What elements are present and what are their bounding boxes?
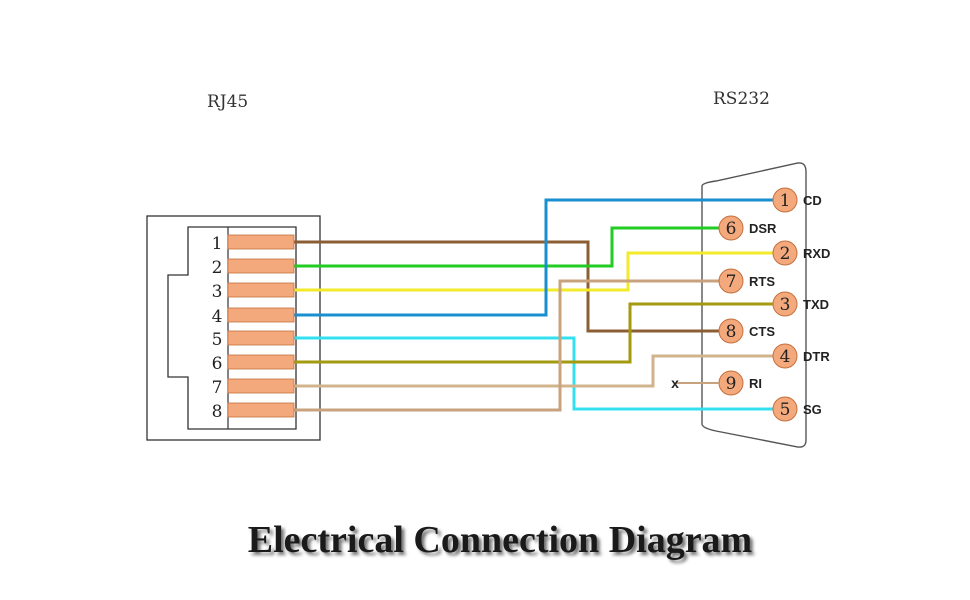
- rj45-label: RJ45: [207, 92, 248, 112]
- rs232-pin-circle: [772, 343, 798, 369]
- rs232-signal-label: CD: [803, 193, 822, 208]
- rj45-pin-contact: [227, 330, 295, 346]
- rj45-pin-number: 4: [212, 307, 223, 327]
- rs232-signal-label: TXD: [803, 297, 829, 312]
- rs232-pin: 2 RXD: [772, 240, 830, 266]
- rs232-pin-number: 7: [726, 272, 737, 292]
- rs232-pin: 6 DSR: [718, 215, 777, 241]
- rj45-pin-number: 3: [212, 282, 223, 302]
- rs232-pin-circle: [772, 396, 798, 422]
- rs232-pin-number: 5: [780, 400, 791, 420]
- rs232-pin: 5 SG: [772, 396, 822, 422]
- rs232-pin: 8 CTS: [718, 318, 775, 344]
- rs232-pin: 9 RI: [718, 370, 762, 396]
- rs232-signal-label: RI: [749, 376, 762, 391]
- rj45-pin-contact: [227, 307, 295, 323]
- rs232-pin-number: 6: [726, 219, 737, 239]
- rj45-pin-contact: [227, 234, 295, 250]
- rs232-signal-label: RXD: [803, 246, 830, 261]
- rs232-pin-circle: [718, 318, 744, 344]
- rs232-pin: 4 DTR: [772, 343, 830, 369]
- rs232-pin-number: 2: [780, 244, 791, 264]
- rj45-pin-number: 2: [212, 258, 223, 278]
- wire-pin-4: [294, 198, 773, 317]
- rj45-pin-contact: [227, 282, 295, 298]
- rj45-pin-number: 7: [212, 378, 223, 398]
- rs232-signal-label: DSR: [749, 221, 777, 236]
- no-connect-mark: x: [671, 375, 679, 391]
- rs232-pin: 3 TXD: [772, 291, 829, 317]
- rj45-pin-contact: [227, 378, 295, 394]
- rs232-signal-label: SG: [803, 402, 822, 417]
- wire-pin-7: [294, 354, 773, 388]
- rs232-pin-number: 3: [780, 295, 791, 315]
- rj45-pin-contact: [227, 354, 295, 370]
- rj45-pin-number: 6: [212, 354, 223, 374]
- rs232-signal-label: RTS: [749, 274, 775, 289]
- rs232-pin-circle: [772, 291, 798, 317]
- rj45-pin-number: 8: [212, 402, 223, 422]
- rs232-pin-number: 9: [726, 374, 737, 394]
- rs232-pin-number: 1: [780, 191, 791, 211]
- rj45-pin-contact: [227, 258, 295, 274]
- wire-pin-6: [294, 302, 773, 364]
- wire-pin-3: [294, 251, 773, 292]
- diagram-title: Electrical Connection Diagram: [247, 519, 753, 561]
- wire-pin-8: [294, 279, 719, 412]
- rj45-pin-number: 5: [212, 330, 223, 350]
- rs232-signal-label: DTR: [803, 349, 830, 364]
- rs232-pin: 7 RTS: [718, 268, 775, 294]
- rs232-pin-circle: [718, 268, 744, 294]
- rj45-pin-contact: [227, 402, 295, 418]
- rs232-pin-number: 4: [780, 347, 791, 367]
- rs232-pin-number: 8: [726, 322, 737, 342]
- rs232-pin-circle: [718, 215, 744, 241]
- wire-pin-1: [294, 240, 719, 333]
- rj45-pin-number: 1: [212, 234, 223, 254]
- wire-pin-5: [294, 336, 773, 411]
- rs232-label: RS232: [713, 89, 770, 109]
- wire-pin-2: [294, 226, 719, 268]
- rs232-pin: 1 CD: [772, 187, 822, 213]
- rs232-pin-circle: [772, 240, 798, 266]
- rs232-signal-label: CTS: [749, 324, 775, 339]
- rs232-pin-circle: [772, 187, 798, 213]
